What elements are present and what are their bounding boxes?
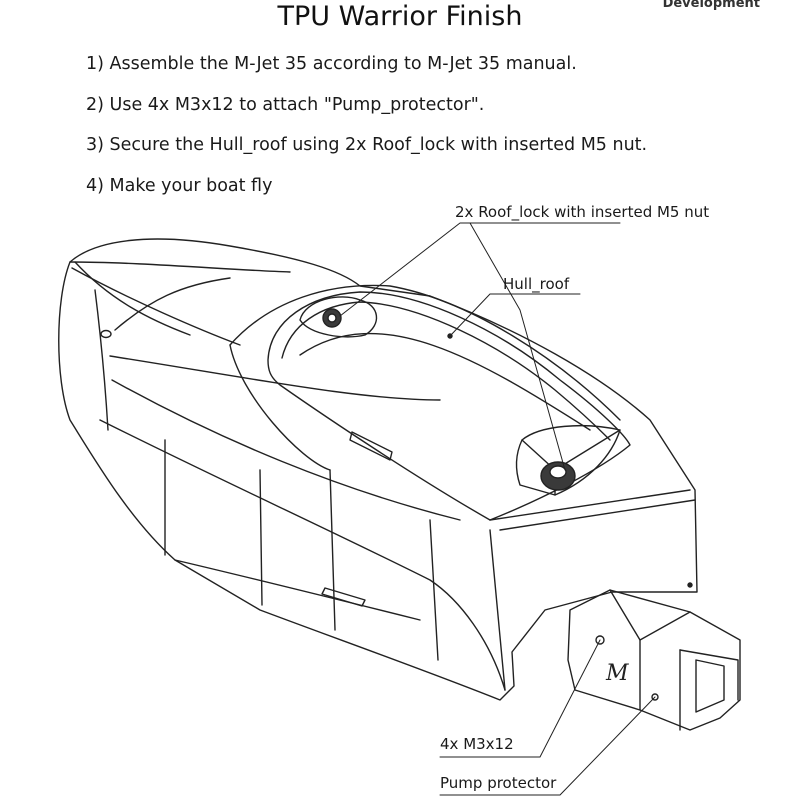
instruction-step: 2) Use 4x M3x12 to attach "Pump_protecto… (86, 94, 485, 115)
hull-roof (267, 291, 631, 521)
roof-lock-callout: 2x Roof_lock with inserted M5 nut (455, 203, 710, 221)
hull-panel-line (329, 469, 336, 631)
pump-protector-callout: Pump protector (440, 774, 557, 792)
hull-panel-line (174, 559, 421, 621)
transom-dot (687, 582, 693, 588)
pump-protector-inner (679, 649, 739, 701)
callout-leader (339, 222, 621, 317)
hull-panel-line (489, 529, 506, 691)
roof-lock-front (299, 296, 378, 338)
roof-lock-rear-bolt (549, 465, 567, 479)
callout-leader (449, 293, 581, 337)
roof-lock-front-bolt (327, 313, 337, 323)
callout-leader (469, 222, 566, 471)
callout-leader (439, 639, 601, 758)
bow-line (114, 277, 231, 331)
bow-hole (100, 329, 112, 339)
callout-leader (439, 696, 656, 796)
hull-panel-line (259, 469, 263, 606)
deck-outline (229, 344, 331, 471)
hull-roof-ridge (299, 332, 591, 431)
deck-outline (229, 284, 621, 421)
instruction-list: 1) Assemble the M-Jet 35 according to M-… (86, 54, 647, 216)
bow-line (71, 267, 241, 346)
hull-panel-line (429, 519, 439, 661)
instruction-step: 3) Secure the Hull_roof using 2x Roof_lo… (86, 135, 648, 155)
instruction-step: 4) Make your boat fly (86, 175, 273, 196)
corner-label: Development (662, 0, 760, 11)
hull-slot (349, 431, 393, 461)
hull-panel-line (109, 355, 441, 401)
bow-line (69, 261, 291, 273)
hull-outline (58, 238, 698, 701)
pump-protector-inner (609, 589, 691, 641)
hull-panel-line (94, 289, 109, 431)
transom-line (489, 489, 691, 521)
pump-protector (567, 589, 741, 731)
hull-slot (321, 587, 366, 607)
screws-callout: 4x M3x12 (440, 735, 514, 753)
hull-panel-line (99, 419, 506, 691)
transom-line (499, 499, 696, 531)
instruction-step: 1) Assemble the M-Jet 35 according to M-… (86, 54, 577, 74)
hull-roof-callout: Hull_roof (503, 275, 570, 293)
hull-panel-line (111, 379, 461, 521)
page-title: TPU Warrior Finish (277, 1, 523, 32)
roof-lock-rear (515, 424, 621, 496)
pump-protector-inner (695, 659, 725, 713)
hull-roof-inner (281, 301, 611, 441)
callout-dot (447, 333, 453, 339)
m-jet-logo: M (605, 661, 629, 686)
bow-line (74, 261, 191, 336)
